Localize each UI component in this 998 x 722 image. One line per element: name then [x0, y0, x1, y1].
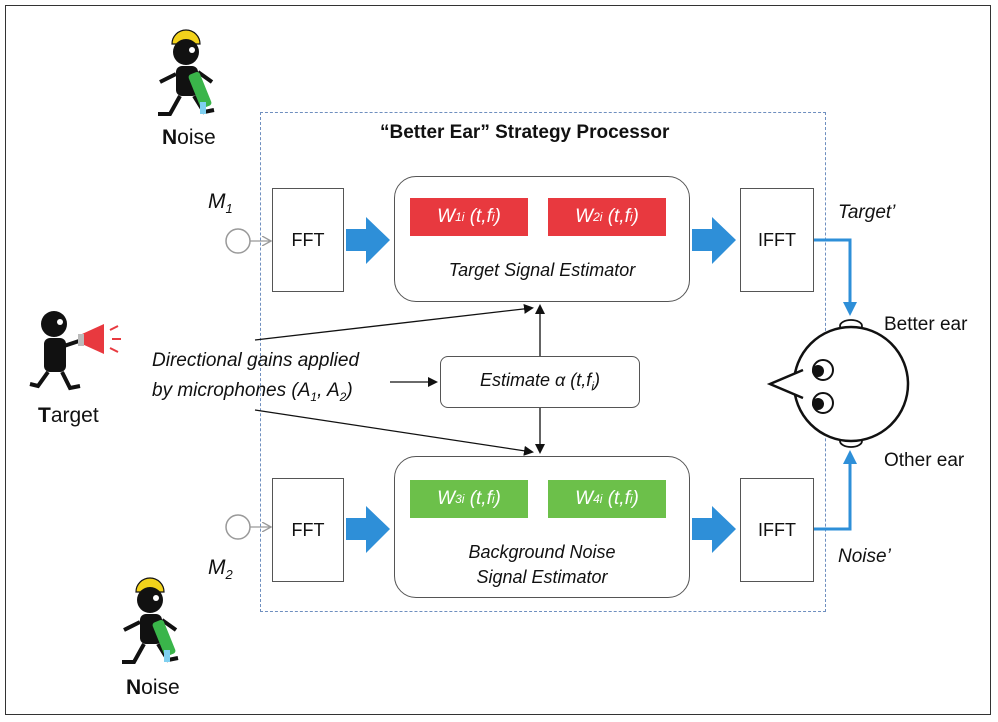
mic-m1-label: M1: [208, 190, 233, 217]
target-estimator-label: Target Signal Estimator: [448, 260, 636, 280]
noise-estimator-label-line2: Signal Estimator: [476, 567, 608, 587]
gain-to-noise-arrow: [254, 409, 534, 456]
processor-title: “Better Ear” Strategy Processor: [380, 122, 670, 143]
figure-frame: [5, 5, 991, 715]
noise-output-label: Noise’: [838, 546, 891, 567]
noise-worker-bottom-icon: [122, 577, 179, 664]
fft-bottom-box: FFT: [272, 478, 344, 582]
target-estimator-box: [394, 176, 690, 302]
gain-to-target-arrow: [254, 303, 534, 341]
fft-to-target-arrow: [346, 217, 390, 264]
fft-bottom-label: FFT: [291, 519, 325, 540]
target-to-better-ear-line: [814, 238, 857, 316]
noise-to-ifft-arrow: [692, 506, 736, 553]
noise-to-other-ear-line: [814, 450, 857, 531]
target-output-label: Target’: [838, 202, 896, 223]
microphone-m1-icon: [225, 228, 270, 254]
mic-m2-label: M2: [208, 556, 233, 583]
listener-head-icon: [766, 319, 910, 448]
target-speaker-icon: [29, 311, 121, 391]
target-to-ifft-arrow: [692, 217, 736, 264]
alpha-estimator-label: Estimate α (t,fi): [480, 370, 600, 394]
fft-top-label: FFT: [291, 229, 325, 250]
noise-worker-top-icon: [158, 29, 215, 116]
noise-estimator-label-line1: Background Noise: [468, 542, 616, 562]
noise-estimator-box: [394, 456, 690, 598]
better-ear-label: Better ear: [884, 314, 968, 335]
ifft-top-label: IFFT: [758, 229, 796, 250]
microphone-m2-icon: [225, 514, 270, 540]
ifft-top-box: IFFT: [740, 188, 814, 292]
noise-bottom-label: Noise: [126, 676, 180, 699]
ifft-bottom-label: IFFT: [758, 519, 796, 540]
fft-to-noise-arrow: [346, 506, 390, 553]
noise-top-label: Noise: [162, 126, 216, 149]
annotation-line2: by microphones (A1, A2): [152, 380, 353, 404]
ifft-bottom-box: IFFT: [740, 478, 814, 582]
target-label: Target: [38, 404, 99, 427]
alpha-estimator-box: [440, 356, 640, 408]
flow-arrows: [346, 217, 736, 553]
annotation-line1: Directional gains applied: [152, 350, 360, 371]
other-ear-label: Other ear: [884, 450, 965, 471]
fft-top-box: FFT: [272, 188, 344, 292]
